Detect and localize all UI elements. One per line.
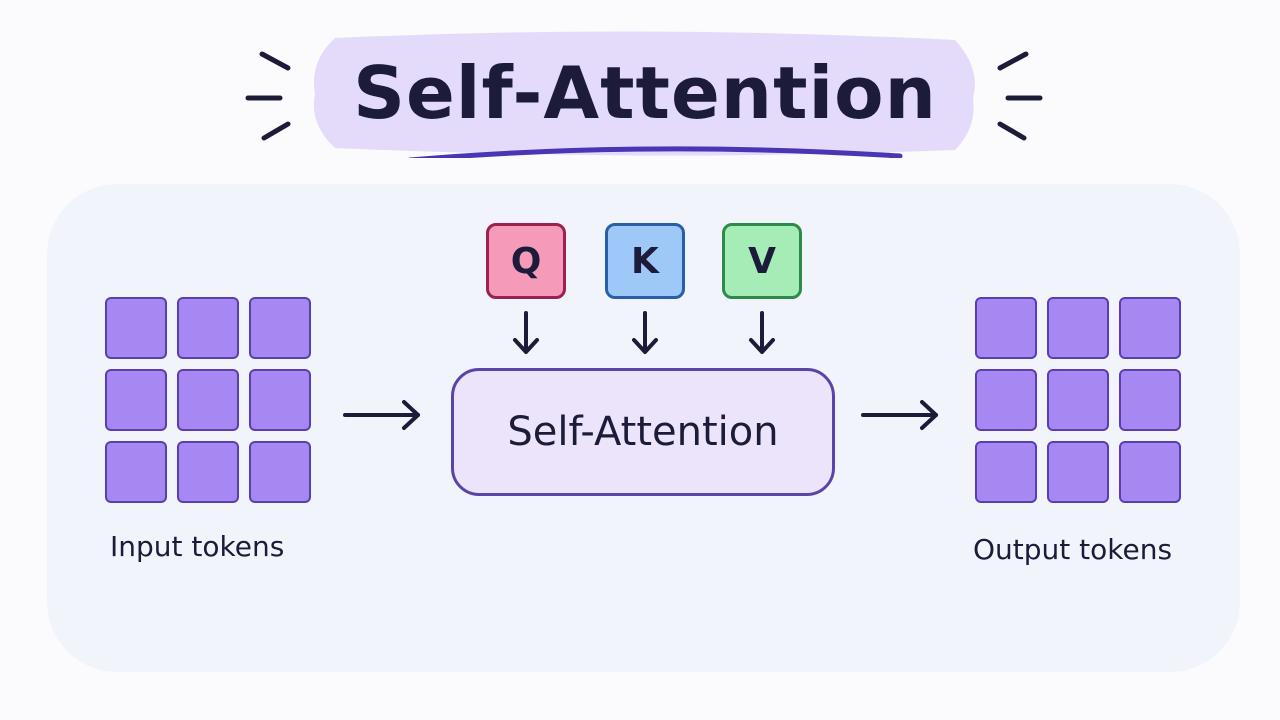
output-tokens-caption: Output tokens	[973, 533, 1173, 566]
input-token	[177, 369, 239, 431]
output-token	[1047, 369, 1109, 431]
output-token	[1047, 297, 1109, 359]
input-token	[177, 441, 239, 503]
input-token	[249, 297, 311, 359]
title-area: Self-Attention	[305, 28, 985, 158]
title-underline	[408, 146, 903, 158]
input-token	[105, 369, 167, 431]
input-token	[105, 441, 167, 503]
output-token	[1047, 441, 1109, 503]
input-token	[249, 441, 311, 503]
value-box: V	[722, 223, 802, 299]
output-token	[975, 441, 1037, 503]
page-title: Self-Attention	[353, 51, 937, 135]
input-token	[105, 297, 167, 359]
output-token	[975, 297, 1037, 359]
output-token	[1119, 441, 1181, 503]
input-token	[249, 369, 311, 431]
self-attention-block: Self-Attention	[451, 368, 835, 496]
input-token-grid	[105, 297, 315, 507]
output-token-grid	[975, 297, 1185, 507]
output-token	[1119, 297, 1181, 359]
left-burst-icon	[245, 51, 291, 141]
output-token	[1119, 369, 1181, 431]
input-tokens-caption: Input tokens	[110, 530, 285, 563]
query-box: Q	[486, 223, 566, 299]
title-highlight	[313, 31, 975, 158]
key-box: K	[605, 223, 685, 299]
input-token	[177, 297, 239, 359]
output-token	[975, 369, 1037, 431]
right-burst-icon	[997, 51, 1043, 141]
